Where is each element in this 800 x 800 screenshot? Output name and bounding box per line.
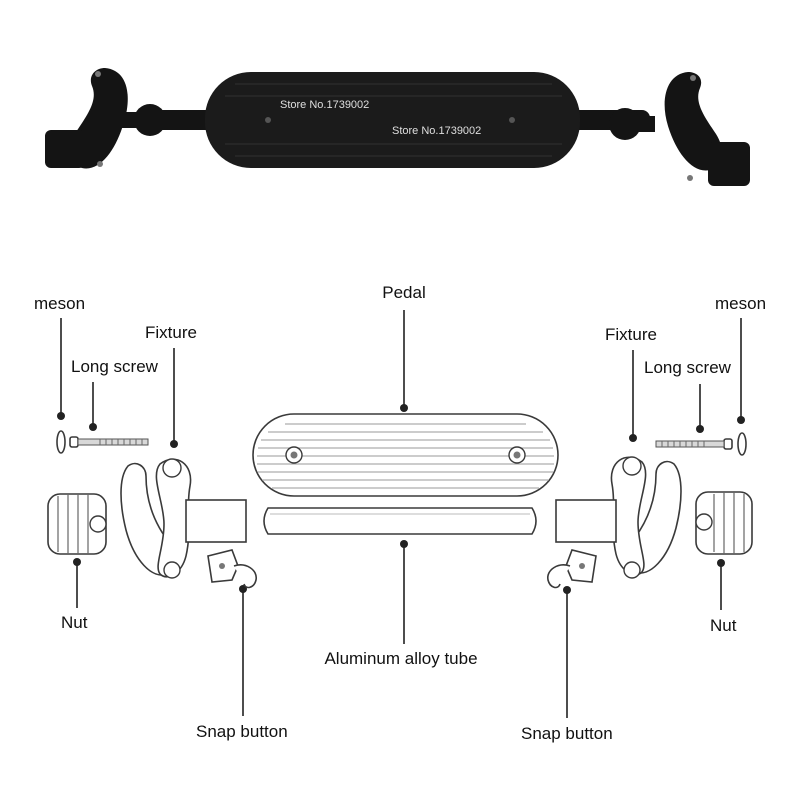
label-snap-right: Snap button xyxy=(521,724,613,743)
part-fixture-left xyxy=(120,458,247,579)
product-left-clamp xyxy=(45,68,166,169)
watermark-1: Store No.1739002 xyxy=(280,99,369,111)
part-fixture-right xyxy=(555,456,682,579)
part-snap-button-left xyxy=(207,549,257,589)
label-long-screw-right: Long screw xyxy=(644,358,732,377)
label-snap-left: Snap button xyxy=(196,722,288,741)
label-meson-right: meson xyxy=(715,294,766,313)
part-long-screw-left xyxy=(69,436,149,448)
part-aluminum-tube xyxy=(263,507,537,535)
label-pedal: Pedal xyxy=(382,283,425,302)
part-meson-left xyxy=(56,430,66,454)
leader-lines xyxy=(57,310,745,718)
label-fixture-left: Fixture xyxy=(145,323,197,342)
label-nut-right: Nut xyxy=(710,616,737,635)
part-pedal xyxy=(252,413,559,497)
label-meson-left: meson xyxy=(34,294,85,313)
part-long-screw-right xyxy=(655,438,733,450)
product-right-clamp xyxy=(609,72,750,186)
part-nut-left xyxy=(47,493,107,555)
product-photo: Store No.1739002 Store No.1739002 xyxy=(45,68,750,186)
part-nut-right xyxy=(695,491,753,555)
label-tube: Aluminum alloy tube xyxy=(324,649,477,668)
label-nut-left: Nut xyxy=(61,613,88,632)
product-footplate xyxy=(205,72,580,168)
part-meson-right xyxy=(737,432,747,456)
label-long-screw-left: Long screw xyxy=(71,357,159,376)
watermark-2: Store No.1739002 xyxy=(392,125,481,137)
label-fixture-right: Fixture xyxy=(605,325,657,344)
product-footplate-ribs xyxy=(225,83,562,157)
part-snap-button-right xyxy=(547,549,597,589)
